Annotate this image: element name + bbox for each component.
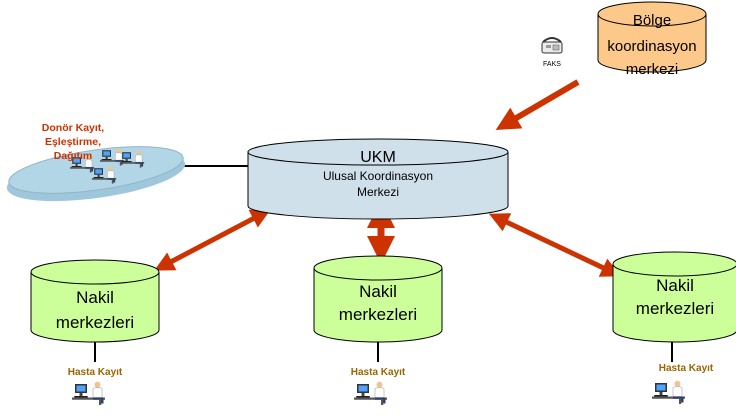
regional-center-line3: merkezi (626, 61, 679, 78)
fax-label: FAKS (543, 61, 561, 68)
center-right-line2: merkezleri (636, 299, 714, 318)
ukm-title: UKM (360, 149, 396, 166)
ukm-subtitle-line2: Merkezi (357, 185, 399, 199)
ukm-national-coordination-center: UKM Ulusal Koordinasyon Merkezi (247, 138, 509, 220)
transplant-center-left: Nakil merkezleri (30, 259, 160, 343)
center-middle-line1: Nakil (359, 282, 397, 301)
center-right-patient-label: Hasta Kayıt (659, 363, 714, 374)
regional-coordination-center: Bölge koordinasyon merkezi (597, 1, 707, 78)
regional-center-line1: Bölge (633, 12, 671, 29)
donor-registration-platform (6, 146, 186, 202)
ukm-subtitle-line1: Ulusal Koordinasyon (323, 169, 433, 183)
fax-icon (541, 37, 563, 54)
patient-workstation-icon (353, 381, 388, 406)
center-left-patient-label: Hasta Kayıt (68, 367, 123, 378)
donor-label-line1: Donör Kayıt, (42, 122, 105, 134)
ukm-left-center-arrow (154, 209, 271, 271)
regional-to-ukm-arrow (495, 79, 580, 131)
patient-workstation-icon (651, 380, 686, 405)
center-left-line1: Nakil (76, 288, 114, 307)
donor-label-line3: Dağıtım (54, 150, 93, 162)
transplant-center-middle: Nakil merkezleri (313, 255, 443, 343)
ukm-right-center-arrow (488, 213, 622, 277)
patient-workstation-icon (71, 381, 106, 406)
center-middle-patient-label: Hasta Kayıt (351, 367, 406, 378)
center-right-line1: Nakil (656, 276, 694, 295)
center-left-line2: merkezleri (56, 313, 134, 332)
center-middle-line2: merkezleri (339, 305, 417, 324)
transplant-center-right: Nakil merkezleri (612, 251, 736, 343)
donor-label-line2: Eşleştirme, (45, 136, 101, 148)
regional-center-line2: koordinasyon (607, 38, 696, 55)
